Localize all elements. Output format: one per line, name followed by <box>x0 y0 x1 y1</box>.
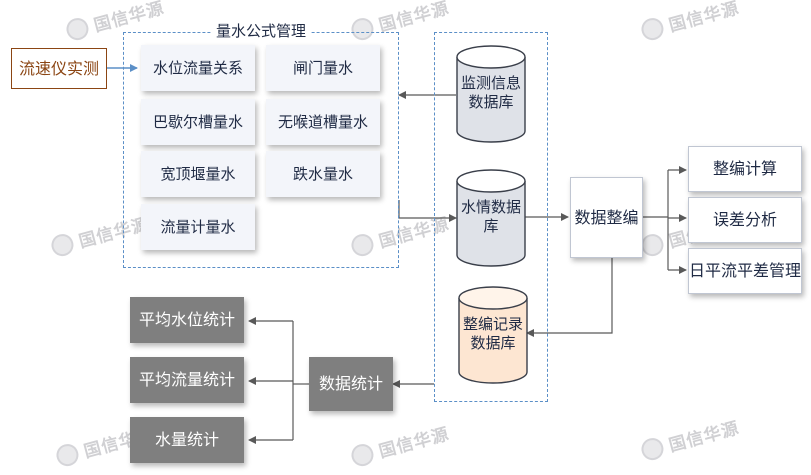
water-database-label: 水情数据库 <box>460 197 521 236</box>
output-box: 日平流平差管理 <box>688 248 802 294</box>
compiled-database-label: 整编记录数据库 <box>462 314 523 353</box>
data-compile-box: 数据整编 <box>570 177 643 258</box>
flow-meter-measurement-box: 流速仪实测 <box>11 48 107 89</box>
database-section-border <box>434 32 548 402</box>
output-box: 误差分析 <box>688 197 802 243</box>
formula-item: 无喉道槽量水 <box>266 99 380 145</box>
compiled-database-cylinder <box>458 286 528 384</box>
stats-output-box: 平均流量统计 <box>130 357 244 403</box>
monitor-database-cylinder <box>456 45 526 143</box>
water-database-cylinder <box>456 169 526 267</box>
arrow-formula-to-water <box>398 200 457 222</box>
output-box: 整编计算 <box>688 146 802 192</box>
source-label: 流速仪实测 <box>18 58 99 78</box>
arrow-compile-to-compiled-db <box>526 258 613 337</box>
stats-output-box: 平均水位统计 <box>130 297 244 343</box>
formula-item: 水位流量关系 <box>141 45 255 91</box>
stats-output-box: 水量统计 <box>130 417 244 463</box>
formula-item: 巴歇尔槽量水 <box>141 99 255 145</box>
formula-item: 宽顶堰量水 <box>141 151 255 197</box>
monitor-database-label: 监测信息数据库 <box>460 73 521 112</box>
formula-section-title: 量水公式管理 <box>212 20 311 41</box>
formula-item: 跌水量水 <box>266 151 380 197</box>
formula-item: 闸门量水 <box>266 45 380 91</box>
formula-item: 流量计量水 <box>141 204 255 250</box>
data-stats-box: 数据统计 <box>309 357 393 411</box>
